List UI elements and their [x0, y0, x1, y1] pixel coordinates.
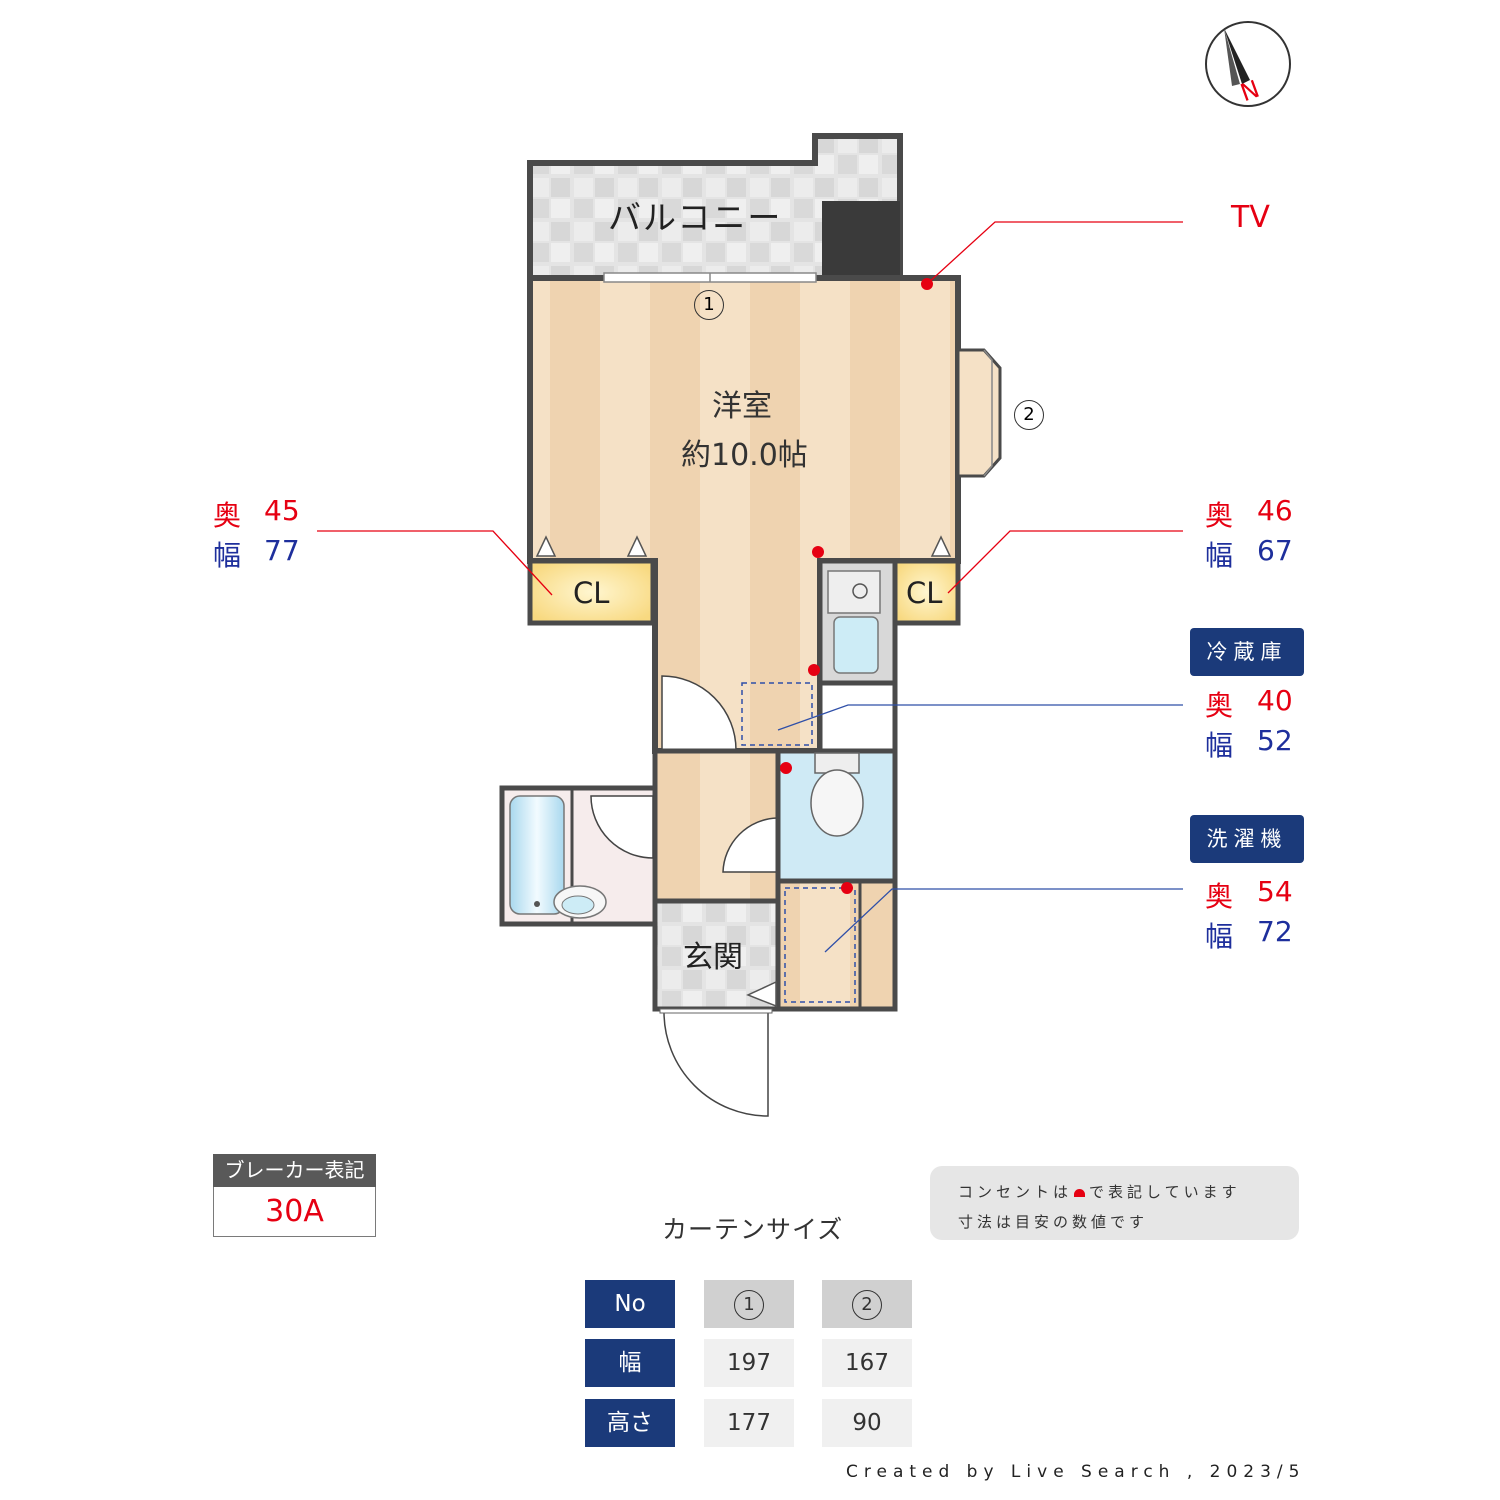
window-marker-2: 2 [1014, 400, 1044, 430]
closet-left-label: CL [573, 576, 610, 610]
left-closet-width: 77 [264, 534, 300, 567]
curtain-row-width-label: 幅 [585, 1339, 675, 1387]
curtain-header-no: No [585, 1280, 675, 1328]
curtain-row-width-2: 167 [822, 1339, 912, 1387]
curtain-row-width-1: 197 [704, 1339, 794, 1387]
note-line-1: コンセントはで表記しています [958, 1181, 1241, 1202]
curtain-header-2-number: 2 [852, 1289, 882, 1320]
entrance-label: 玄関 [683, 940, 743, 975]
western-room-name: 洋室 [712, 389, 772, 424]
note-line-1-after: で表記しています [1089, 1183, 1241, 1201]
washer-depth: 54 [1257, 875, 1293, 908]
right-closet-depth-key: 奥 [1205, 499, 1234, 532]
fridge-tag: 冷蔵庫 [1190, 628, 1304, 676]
curtain-header-2: 2 [822, 1280, 912, 1328]
fridge-width-key: 幅 [1205, 729, 1234, 762]
bathroom [499, 785, 658, 927]
credit-line: Created by Live Search , 2023/5 [846, 1462, 1306, 1482]
fridge-nook [817, 680, 898, 754]
washer-space [784, 887, 856, 1003]
fridge-depth-key: 奥 [1205, 689, 1234, 722]
breaker-value: 30A [213, 1187, 376, 1237]
curtain-row-height-1: 177 [704, 1399, 794, 1447]
window-number-1: 1 [694, 290, 724, 320]
closet-right-label: CL [906, 576, 943, 610]
right-closet-depth: 46 [1257, 494, 1293, 527]
kitchen-sink [817, 558, 898, 686]
curtain-title: カーテンサイズ [662, 1215, 844, 1244]
washer-width-key: 幅 [1205, 920, 1234, 953]
left-closet-depth: 45 [264, 494, 300, 527]
entrance-area [652, 898, 781, 1117]
right-closet-width: 67 [1257, 534, 1293, 567]
outlet-legend-icon [1074, 1188, 1086, 1197]
fridge-width: 52 [1257, 724, 1293, 757]
balcony-label: バルコニー [608, 198, 783, 237]
balcony-area [527, 133, 903, 281]
western-room-size: 約10.0帖 [681, 438, 808, 473]
legend-note: コンセントはで表記しています 寸法は目安の数値です [930, 1166, 1299, 1240]
curtain-row-height-2: 90 [822, 1399, 912, 1447]
outlet-markers [780, 278, 933, 894]
window-marker-1: 1 [694, 290, 724, 320]
right-closet-width-key: 幅 [1205, 539, 1234, 572]
toilet-room [775, 748, 898, 884]
washer-width: 72 [1257, 915, 1293, 948]
closet-right-shape [892, 535, 961, 626]
note-line-2: 寸法は目安の数値です [958, 1213, 1149, 1231]
curtain-header-1: 1 [704, 1280, 794, 1328]
left-closet-depth-key: 奥 [213, 499, 242, 532]
curtain-header-1-number: 1 [734, 1289, 764, 1320]
washer-tag: 洗濯機 [1190, 815, 1304, 863]
closet-left-shape [527, 535, 656, 626]
tv-callout: TV [1231, 200, 1270, 235]
washer-depth-key: 奥 [1205, 880, 1234, 913]
hall-door-swing [722, 817, 778, 873]
washer-room [775, 878, 898, 1012]
room-door-swing [661, 675, 737, 751]
window-number-2: 2 [1014, 400, 1044, 430]
note-line-1-before: コンセントは [958, 1183, 1073, 1201]
fridge-space [741, 682, 813, 746]
bay-window [956, 348, 1002, 478]
callout-leader-lines [317, 221, 1183, 953]
curtain-row-height-label: 高さ [585, 1399, 675, 1447]
left-closet-width-key: 幅 [213, 539, 242, 572]
fridge-depth: 40 [1257, 684, 1293, 717]
compass-icon [1205, 21, 1291, 107]
breaker-heading: ブレーカー表記 [213, 1154, 376, 1187]
